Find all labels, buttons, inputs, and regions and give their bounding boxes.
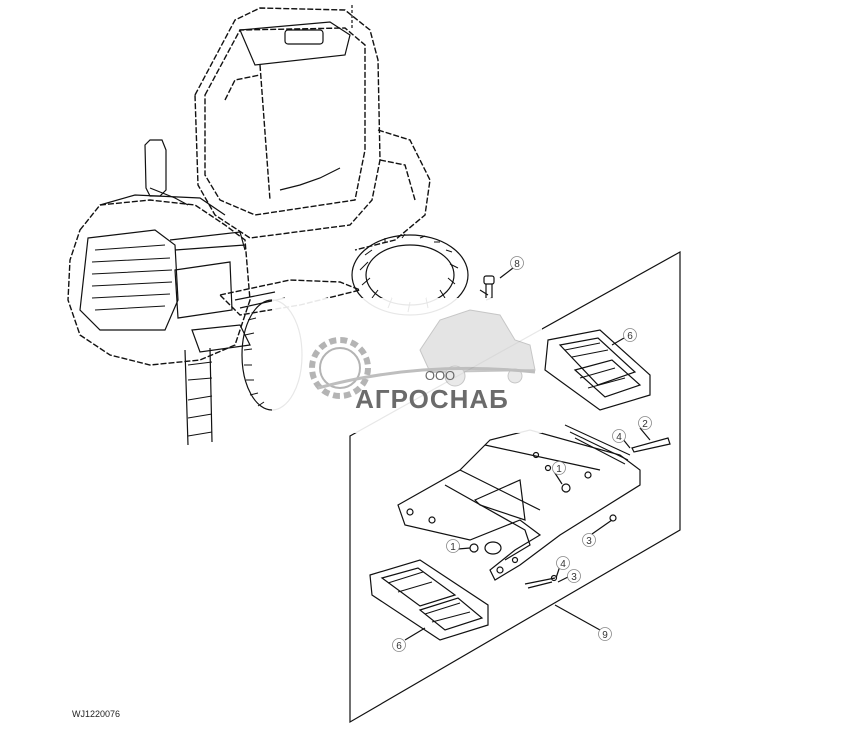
callout-8: 8 <box>510 256 524 270</box>
svg-text:8: 8 <box>514 259 520 270</box>
svg-text:1: 1 <box>450 542 456 553</box>
bolt-part-8 <box>483 275 495 301</box>
svg-text:4: 4 <box>560 559 566 570</box>
svg-text:2: 2 <box>642 419 648 430</box>
washer-left <box>428 516 436 524</box>
watermark: ООО АГРОСНАБ <box>272 298 542 433</box>
callout-6-lower: 6 <box>392 638 406 652</box>
svg-text:1: 1 <box>556 464 562 475</box>
callout-1-upper: 1 <box>552 461 566 475</box>
parts-panel <box>349 250 681 724</box>
frame-part-9 <box>397 424 641 581</box>
bolt-lower <box>524 577 556 589</box>
step-plate-lower <box>369 559 489 641</box>
callout-3-upper: 3 <box>582 533 596 547</box>
callout-4-lower: 4 <box>556 556 570 570</box>
svg-text:9: 9 <box>602 630 608 641</box>
svg-text:4: 4 <box>616 432 622 443</box>
nut-part-1 <box>561 483 571 493</box>
svg-text:6: 6 <box>627 331 633 342</box>
callout-4-upper: 4 <box>612 429 626 443</box>
svg-text:6: 6 <box>396 641 402 652</box>
svg-text:3: 3 <box>571 572 577 583</box>
watermark-prefix: ООО <box>425 368 455 383</box>
callout-3-lower: 3 <box>567 569 581 583</box>
step-plate-upper <box>544 329 651 411</box>
svg-text:3: 3 <box>586 536 592 547</box>
watermark-company-name: АГРОСНАБ <box>355 384 509 414</box>
watermark-logo <box>309 309 536 399</box>
callout-9: 9 <box>598 627 612 641</box>
callout-2: 2 <box>638 416 652 430</box>
callouts: 8 6 2 4 1 3 1 4 <box>392 256 652 652</box>
callout-1-lower: 1 <box>446 539 460 553</box>
washer-part-3 <box>609 514 617 522</box>
callout-6-upper: 6 <box>623 328 637 342</box>
nut-lower <box>469 543 479 553</box>
bolt-part-2 <box>631 437 671 453</box>
figure-id: WJ1220076 <box>72 709 121 719</box>
